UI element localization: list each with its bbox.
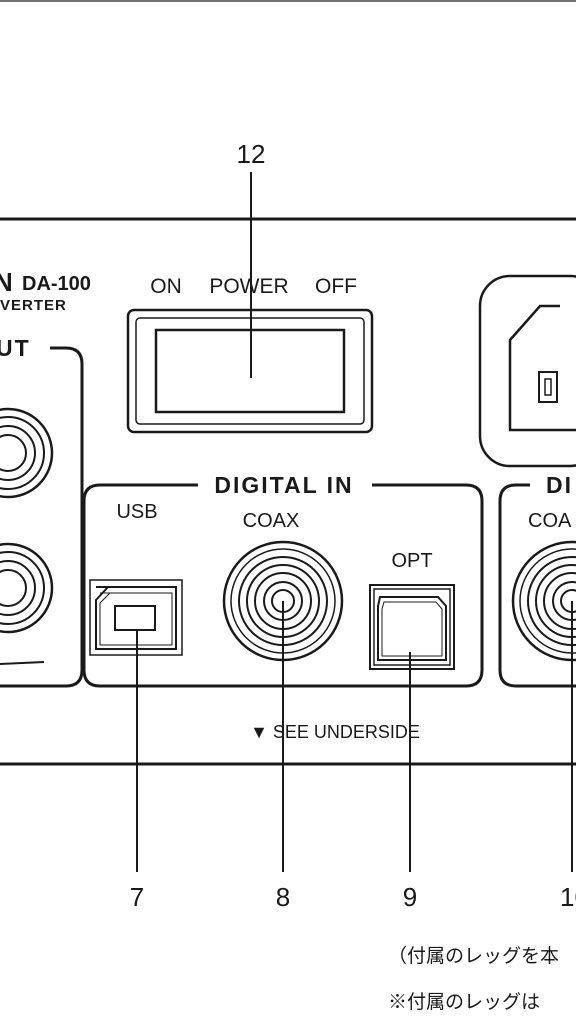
brand-subtitle: VERTER xyxy=(0,297,67,314)
power-off-label: OFF xyxy=(315,275,357,298)
digital-out-frame xyxy=(498,483,576,688)
coax-out-jack xyxy=(511,540,576,662)
see-underside-note: ▼ SEE UNDERSIDE xyxy=(250,722,420,742)
footnote-line-1: （付属のレッグを本 xyxy=(388,945,559,967)
callout-7: 7 xyxy=(130,882,144,912)
rca-jack-right xyxy=(0,542,54,634)
digital-out-title-bg xyxy=(530,470,576,498)
footnote-line-2: ※付属のレッグは xyxy=(388,991,540,1013)
analog-out-label: UT xyxy=(0,335,31,361)
callout-9: 9 xyxy=(403,882,417,912)
callout-12: 12 xyxy=(237,139,266,169)
analog-out-underline xyxy=(0,661,45,665)
optical-port xyxy=(369,584,455,670)
digital-in-title: DIGITAL IN xyxy=(214,472,353,498)
model-name: DA-100 xyxy=(22,273,91,295)
analog-out-frame xyxy=(0,346,84,688)
callout-10: 10 xyxy=(560,882,576,912)
power-on-label: ON xyxy=(150,275,182,298)
callout-8: 8 xyxy=(276,882,290,912)
ac-inlet xyxy=(478,274,576,468)
usb-label: USB xyxy=(116,501,157,523)
digital-out-title: DI xyxy=(546,472,573,498)
usb-port xyxy=(89,579,183,656)
coax-label: COAX xyxy=(243,510,300,532)
coax-out-label: COA xyxy=(528,510,572,532)
brand-logo-fragment: N xyxy=(0,267,13,297)
power-label: POWER xyxy=(209,275,288,298)
opt-label: OPT xyxy=(391,550,432,572)
rca-jack-left xyxy=(0,407,54,499)
